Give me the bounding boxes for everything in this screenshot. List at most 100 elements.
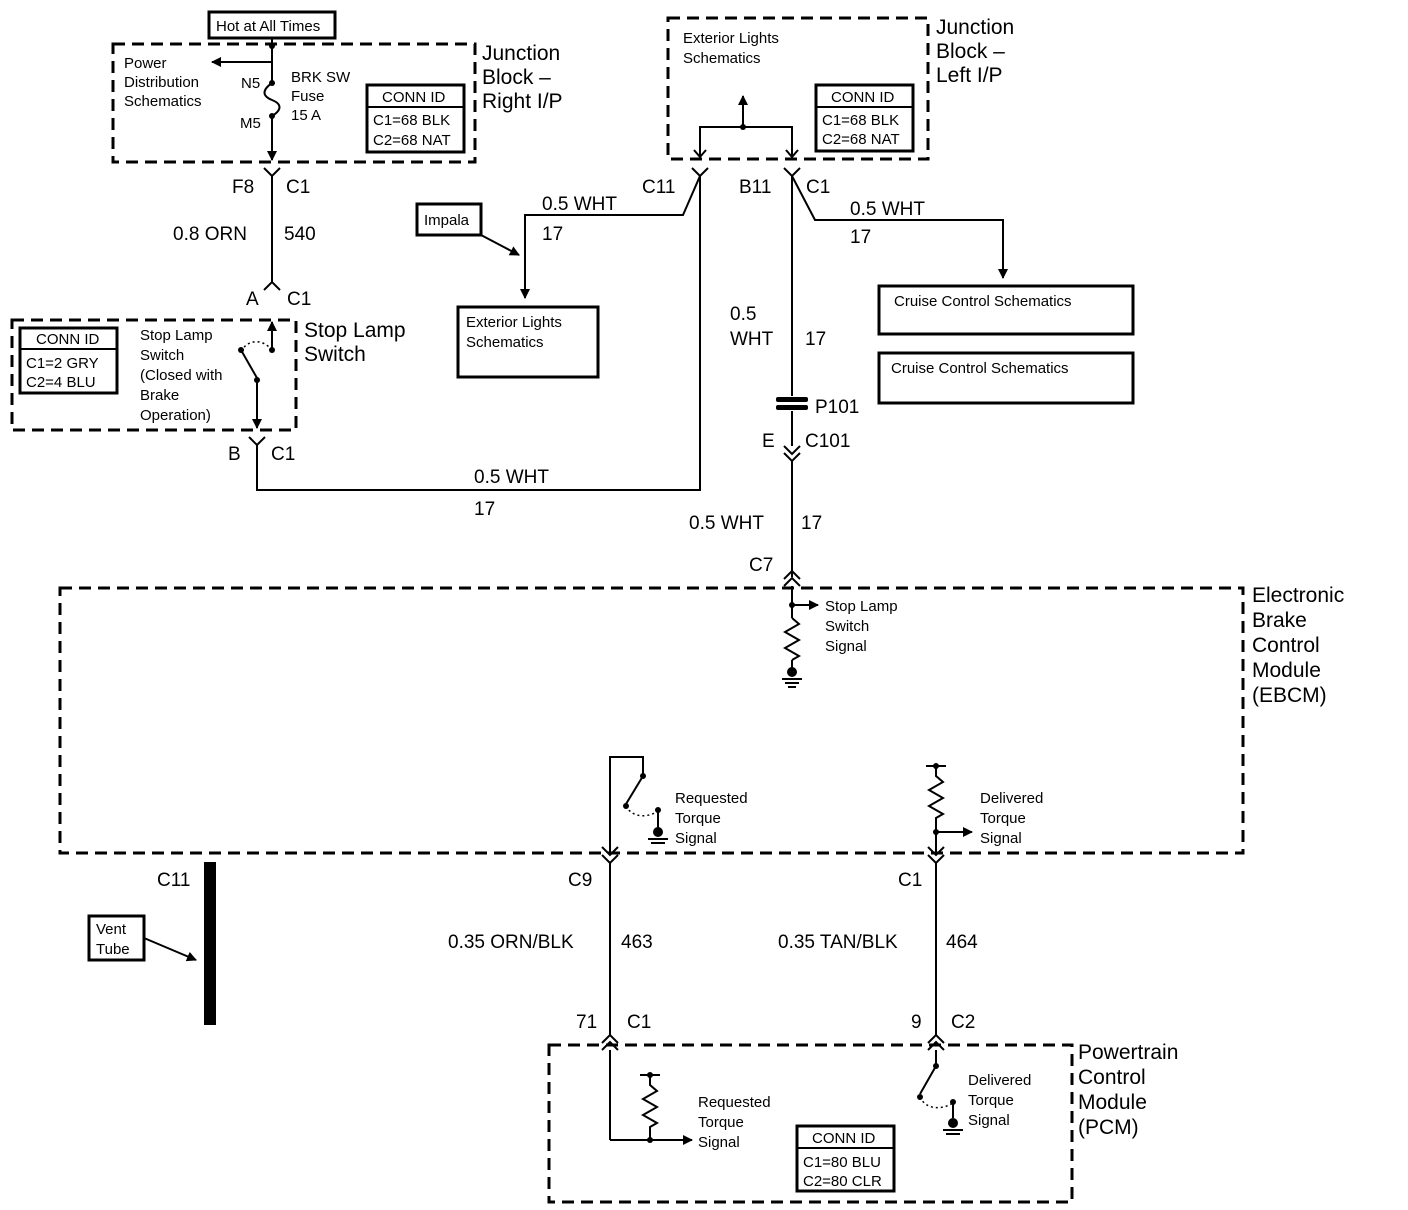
ebcm-delivered-torque-label: Delivered Torque Signal xyxy=(980,790,1043,847)
svg-text:Module: Module xyxy=(1078,1091,1147,1114)
conn-id-header: CONN ID xyxy=(382,89,446,106)
junction-block-left-outline xyxy=(666,16,930,161)
svg-text:Delivered: Delivered xyxy=(980,790,1043,807)
conn-id-table-jb-right xyxy=(365,83,466,154)
pcm-requested-torque-label: Requested Torque Signal xyxy=(698,1094,771,1151)
svg-text:Switch: Switch xyxy=(825,618,869,635)
vent-tube-label: Vent xyxy=(96,921,127,938)
wire-17-gauge: 0.5 WHT xyxy=(542,194,617,215)
connector-c11-ebcm: C11 xyxy=(157,870,190,891)
svg-text:Delivered: Delivered xyxy=(968,1072,1031,1089)
wire-540-circuit: 540 xyxy=(284,224,316,245)
svg-text:Operation): Operation) xyxy=(140,407,211,424)
wire-17-circuit: 17 xyxy=(474,499,495,520)
conn-id-table-stop-lamp xyxy=(18,326,119,395)
wire-463-gauge: 0.35 ORN/BLK xyxy=(448,932,574,953)
ebcm-title: Electronic Brake Control Module (EBCM) xyxy=(1252,584,1344,707)
connector-c1-ebcm-label: C1 xyxy=(898,870,922,891)
connector-c7: C7 xyxy=(749,555,773,576)
conn-id-table-pcm xyxy=(795,1124,896,1193)
conn-id-row: C1=68 BLK xyxy=(822,112,899,129)
svg-text:Distribution: Distribution xyxy=(124,74,199,91)
svg-text:Signal: Signal xyxy=(698,1134,740,1151)
pcm-requested-torque-resistor-icon xyxy=(640,1075,660,1140)
pin-71: 71 xyxy=(576,1012,597,1033)
wire-17-cruise-control xyxy=(791,175,1008,279)
impala-arrow xyxy=(480,234,520,256)
junction-block-right-title: Junction Block – Right I/P xyxy=(482,42,563,113)
svg-text:Switch: Switch xyxy=(304,343,366,366)
exterior-lights-schematics-label: Schematics xyxy=(466,334,544,351)
ground-icon xyxy=(648,827,668,844)
svg-text:(PCM): (PCM) xyxy=(1078,1116,1139,1139)
connector-c1-pcm: C1 xyxy=(627,1012,651,1033)
wire-464-circuit: 464 xyxy=(946,932,978,953)
stop-lamp-switch-blade xyxy=(240,349,258,379)
svg-text:Block –: Block – xyxy=(482,66,551,89)
svg-text:Requested: Requested xyxy=(698,1094,771,1111)
svg-text:Brake: Brake xyxy=(1252,609,1307,632)
exterior-lights-schematics-label: Exterior Lights xyxy=(466,314,562,331)
svg-text:(EBCM): (EBCM) xyxy=(1252,684,1327,707)
jb-left-internal-bus xyxy=(699,126,793,156)
svg-text:Block –: Block – xyxy=(936,40,1005,63)
fuse-icon xyxy=(263,82,281,117)
stop-lamp-switch-signal-label: Stop Lamp Switch Signal xyxy=(825,598,898,655)
svg-text:Requested: Requested xyxy=(675,790,748,807)
pin-m5: M5 xyxy=(240,115,261,132)
junction-block-right-outline xyxy=(111,42,477,164)
conn-id-row: C1=80 BLU xyxy=(803,1154,881,1171)
svg-text:Torque: Torque xyxy=(968,1092,1014,1109)
svg-text:15 A: 15 A xyxy=(291,107,321,124)
connector-b xyxy=(248,436,266,447)
connector-f8 xyxy=(263,167,281,178)
ebcm-requested-torque-label: Requested Torque Signal xyxy=(675,790,748,847)
connector-c9-label: C9 xyxy=(568,870,592,891)
wire-17-circuit: 17 xyxy=(805,329,826,350)
wire-17-exterior-lights xyxy=(520,175,701,299)
vent-tube-box xyxy=(87,914,146,962)
pin-n5: N5 xyxy=(241,75,260,92)
conn-id-row: C1=2 GRY xyxy=(26,355,99,372)
svg-text:Fuse: Fuse xyxy=(291,88,324,105)
wire-17-circuit: 17 xyxy=(801,513,822,534)
ground-icon xyxy=(943,1118,963,1135)
svg-text:Signal: Signal xyxy=(980,830,1022,847)
connector-b11 xyxy=(783,167,801,178)
svg-text:Control: Control xyxy=(1078,1066,1146,1089)
wire-464-gauge: 0.35 TAN/BLK xyxy=(778,932,898,953)
exterior-lights-schematics-ref-top: Exterior Lights Schematics xyxy=(683,30,779,67)
wire-540-gauge: 0.8 ORN xyxy=(173,224,247,245)
svg-text:Torque: Torque xyxy=(980,810,1026,827)
conn-id-row: C2=4 BLU xyxy=(26,374,96,391)
p101-label: P101 xyxy=(815,397,859,418)
ebcm-requested-torque-wire xyxy=(609,756,644,853)
svg-text:Torque: Torque xyxy=(698,1114,744,1131)
pin-9: 9 xyxy=(911,1012,922,1033)
svg-text:Schematics: Schematics xyxy=(683,50,761,67)
ebcm-outline xyxy=(58,586,1245,855)
pin-e: E xyxy=(762,431,775,452)
power-distribution-schematics-ref: Power Distribution Schematics xyxy=(124,55,202,110)
vent-tube-icon xyxy=(204,862,216,1025)
cruise-control-schematics-label-2: Cruise Control Schematics xyxy=(891,360,1069,377)
splice-pack-p101-icon xyxy=(776,397,808,410)
svg-text:Brake: Brake xyxy=(140,387,179,404)
svg-text:Signal: Signal xyxy=(968,1112,1010,1129)
svg-text:Stop Lamp: Stop Lamp xyxy=(825,598,898,615)
conn-id-row: C1=68 BLK xyxy=(373,112,450,129)
svg-text:Stop Lamp: Stop Lamp xyxy=(304,319,406,342)
wire-17-gauge-split: WHT xyxy=(730,329,774,350)
svg-text:Control: Control xyxy=(1252,634,1320,657)
connector-c1-stop-lamp-bottom: C1 xyxy=(271,444,295,465)
svg-text:Stop Lamp: Stop Lamp xyxy=(140,327,213,344)
svg-text:Torque: Torque xyxy=(675,810,721,827)
pcm-delivered-torque-label: Delivered Torque Signal xyxy=(968,1072,1031,1129)
wire-17-stop-lamp-to-jb xyxy=(256,176,701,491)
conn-id-table-jb-left xyxy=(814,83,915,153)
connector-c1-jb-right: C1 xyxy=(286,177,310,198)
cruise-control-schematics-box-2 xyxy=(877,351,1135,405)
vent-tube-arrow xyxy=(143,937,197,962)
exterior-lights-schematics-box xyxy=(456,305,600,379)
